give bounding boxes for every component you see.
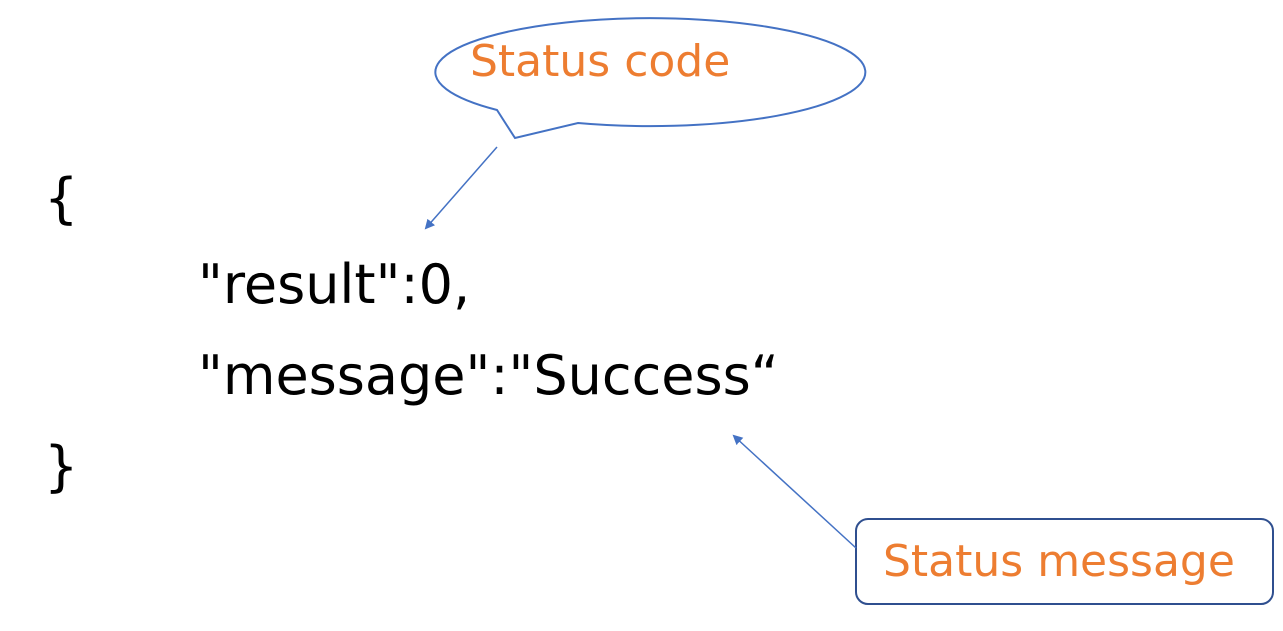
status-code-label: Status code: [470, 36, 731, 87]
status-message-box: [855, 518, 1274, 605]
json-message-line: "message":"Success“: [198, 344, 779, 407]
json-close-brace: }: [44, 435, 79, 498]
status-message-arrow: [732, 434, 857, 549]
status-message-label: Status message: [883, 536, 1235, 587]
json-result-line: "result":0,: [198, 253, 471, 316]
json-open-brace: {: [44, 167, 79, 230]
status-code-arrow: [424, 146, 498, 230]
status-code-bubble: [434, 17, 867, 140]
